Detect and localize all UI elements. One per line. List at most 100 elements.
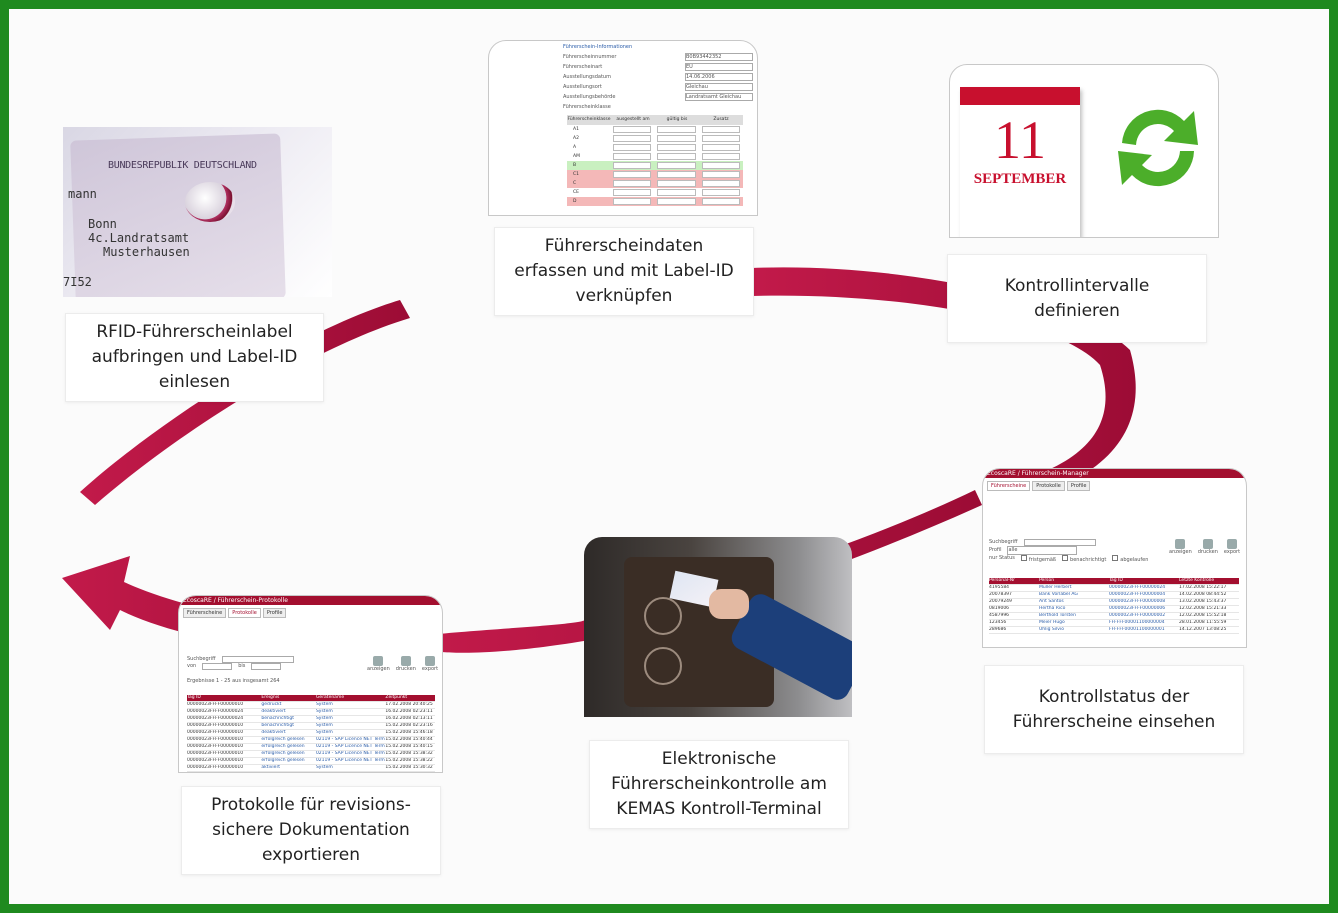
form-field-input[interactable]: EU [685,63,753,71]
form-class-input[interactable] [612,180,651,187]
tab-protokolle[interactable]: Protokolle [1032,481,1065,491]
table-cell: Uhlig Silvio [1039,627,1064,632]
table-cell: 00000023FFFF00000010 [187,758,244,763]
form-class-input[interactable] [612,162,651,169]
form-class-input[interactable] [612,144,651,151]
anzeigen-button[interactable]: anzeigen [367,656,390,673]
table-cell: deaktiviert [261,730,286,735]
table-cell: erfolgreich gelesen [261,744,305,749]
table-cell: 00000023FFFF00000024 [1109,585,1166,590]
form-field-label: Ausstellungsort [563,83,602,90]
table-cell: 15.02.2008 15:30:32 [385,765,433,770]
manager-profile-select[interactable]: alle [1007,546,1078,555]
form-class-input[interactable] [657,144,696,151]
form-field-input[interactable]: Landratsamt Gleichau [685,93,753,101]
protocol-title: EcoscaRE / Führerschein-Protokolle [179,596,442,605]
form-field-input[interactable]: 14.06.2006 [685,73,753,81]
protocol-from-label: von [187,663,197,669]
manager-title: EcoscaRE / Führerschein-Manager [983,469,1246,478]
table-cell: benachrichtigt [261,723,295,728]
anzeigen-label: anzeigen [1169,549,1192,555]
anzeigen-button[interactable]: anzeigen [1169,539,1192,556]
form-field-label: Führerscheinklasse [563,103,611,110]
form-class-input[interactable] [657,189,696,196]
status-option[interactable]: benachrichtigt [1062,555,1106,564]
table-cell: 02119 - SAP Licence NET Terminal [315,751,386,756]
table-cell: System [315,702,333,707]
table-cell: 15.02.2008 02:23:16 [385,723,433,728]
form-class-input[interactable] [657,162,696,169]
column-header: Tag ID [1109,578,1123,583]
form-class-input[interactable] [657,135,696,142]
form-class-input[interactable] [657,198,696,205]
checkbox [1062,555,1069,561]
drucken-button[interactable]: drucken [1198,539,1218,556]
form-class-input[interactable] [701,180,740,187]
table-cell: 00000023FFFF00000024 [187,716,244,721]
form-field-input[interactable]: B0B93442352 [685,53,753,61]
form-class-input[interactable] [701,162,740,169]
form-class-input[interactable] [701,171,740,178]
calendar-day: 11 [994,110,1046,170]
form-class-input[interactable] [657,153,696,160]
card-line3: 4c.Landratsamt [88,231,190,245]
table-cell: 00000023FFFF00000010 [187,772,261,773]
tab-führerscheine[interactable]: Führerscheine [183,608,227,618]
table-cell: 00000023FFFF00000010 [187,744,244,749]
status-option-label: abgelaufen [1120,557,1149,563]
form-class-input[interactable] [657,180,696,187]
table-cell: 00000023FFFF00000024 [187,709,244,714]
protocol-search-input[interactable] [221,656,294,663]
form-class-name: C [573,181,577,186]
form-field-label: Führerscheinart [563,63,603,70]
form-class-input[interactable] [612,135,651,142]
form-class-input[interactable] [657,171,696,178]
form-class-input[interactable] [612,171,651,178]
drucken-button[interactable]: drucken [396,656,416,673]
form-class-input[interactable] [612,153,651,160]
table-cell: 12.02.2008 15:52:18 [1179,613,1227,618]
protocol-to-input[interactable] [251,663,282,670]
table-cell: 16.02.2008 02:13:11 [385,716,433,721]
form-class-input[interactable] [657,126,696,133]
tab-profile[interactable]: Profile [1066,481,1091,491]
form-field-label: Ausstellungsdatum [563,73,611,80]
table-cell: benachrichtigt [261,716,295,721]
form-col-header: ausgestellt am [616,117,650,122]
tab-profile[interactable]: Profile [262,608,287,618]
column-header: Person [1039,578,1055,583]
tab-führerscheine[interactable]: Führerscheine [987,481,1031,491]
status-option[interactable]: fristgemäß [1020,555,1056,564]
form-class-input[interactable] [612,126,651,133]
step-label-protocol: Protokolle für revisions- sichere Dokume… [181,786,441,875]
form-class-input[interactable] [701,135,740,142]
table-cell: 15.02.2008 15:38:32 [385,751,433,756]
form-class-input[interactable] [612,189,651,196]
tab-protokolle[interactable]: Protokolle [228,608,261,618]
table-cell: 15.02.2008 15:40:15 [385,744,433,749]
form-class-input[interactable] [701,153,740,160]
form-class-name: C1 [573,172,580,177]
form-class-input[interactable] [701,189,740,196]
form-class-row: B [567,161,743,170]
status-option[interactable]: abgelaufen [1112,555,1148,564]
form-field-input[interactable]: Gleichau [685,83,753,91]
manager-search-input[interactable] [1023,539,1096,546]
column-header: Tag ID [187,695,201,700]
protocol-from-input[interactable] [202,663,233,670]
card-line5: 7I52 [63,275,92,289]
rfid-label-icon [185,182,235,222]
hand [709,589,749,619]
form-class-input[interactable] [701,198,740,205]
form-class-input[interactable] [701,126,740,133]
form-class-input[interactable] [701,144,740,151]
export-button[interactable]: export [422,656,438,673]
form-class-input[interactable] [612,198,651,205]
export-button[interactable]: export [1224,539,1240,556]
